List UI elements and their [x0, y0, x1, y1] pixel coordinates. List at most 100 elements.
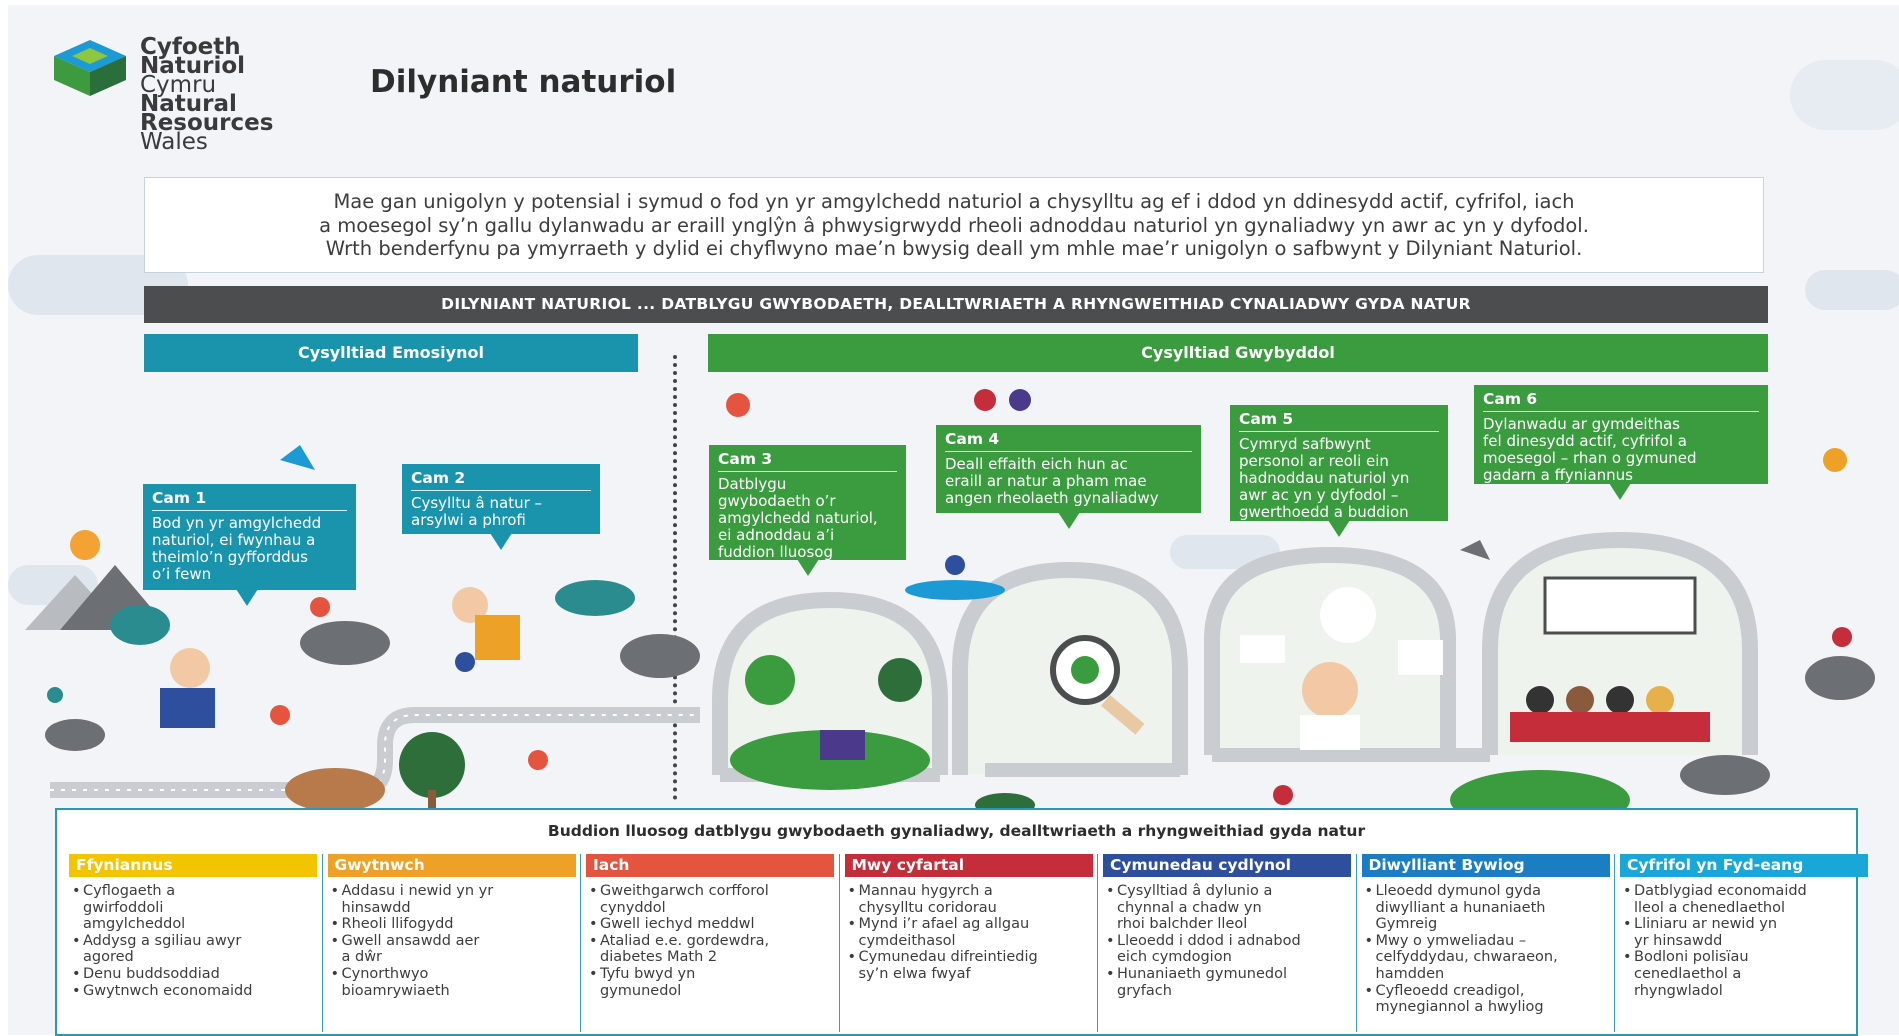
benefit-item-line: Gwell ansawdd aer: [341, 932, 480, 949]
benefit-heading: Gwytnwch: [327, 854, 576, 877]
benefit-item-line: Cymunedau difreintiedig: [858, 949, 1038, 966]
benefit-heading: Diwylliant Bywiog: [1361, 854, 1610, 877]
step-text: eraill ar natur a pham mae: [945, 472, 1147, 490]
benefit-item: Rheoli llifogydd: [331, 916, 576, 933]
benefit-item-line: gryfach: [1117, 982, 1172, 999]
step-title: Cam 6: [1483, 391, 1759, 412]
tree-icon: [745, 655, 795, 705]
emotional-connection-header: Cysylltiad Emosiynol: [144, 334, 638, 372]
benefit-item-line: Cyflogaeth a: [83, 883, 176, 899]
benefit-item-line: Mannau hygyrch a: [858, 883, 993, 899]
benefit-item-line: gwirfoddoli: [83, 899, 164, 916]
flower-icon: [310, 597, 330, 617]
butterfly-icon: [1823, 448, 1847, 472]
child-body: [160, 688, 215, 728]
step-text: Dylanwadu ar gymdeithas: [1483, 415, 1680, 433]
cognitive-connection-header: Cysylltiad Gwybyddol: [708, 334, 1768, 372]
benefit-heading: Ffyniannus: [69, 854, 317, 877]
ambulance-icon: [1240, 635, 1285, 663]
section-divider: [673, 355, 677, 800]
step-text: hadnoddau naturiol yn: [1239, 469, 1410, 487]
step-text: Datblygu: [718, 475, 787, 493]
benefit-item-line: Denu buddsoddiad: [83, 965, 220, 982]
wind-turbine-icon: [1320, 587, 1376, 643]
tree-icon: [878, 658, 922, 702]
benefit-column: Cymunedau cydlynolCysylltiad â dylunio a…: [1103, 854, 1351, 1034]
screen-icon: [1398, 640, 1443, 675]
rock-shape: [300, 621, 390, 665]
tunnel-arch-3: [712, 591, 948, 775]
rock-shape: [1680, 755, 1770, 795]
butterfly-icon: [726, 393, 750, 417]
flower-icon: [1832, 627, 1852, 647]
rock-shape: [45, 719, 105, 751]
step-text: arsylwi a phrofi: [411, 511, 526, 529]
logo-line: Wales: [140, 129, 208, 155]
benefit-item-line: Cyfleoedd creadigol,: [1375, 982, 1525, 999]
benefit-item: Ataliad e.e. gordewdra,diabetes Math 2: [589, 933, 834, 966]
tree-trunk: [428, 790, 436, 810]
audience-head: [1606, 686, 1634, 714]
benefit-item-line: Cynorthwyo: [341, 965, 429, 982]
benefit-item-line: rhoi balchder lleol: [1117, 916, 1248, 933]
benefit-item-line: chynnal a chadw yn: [1117, 899, 1262, 916]
benefit-item-line: diabetes Math 2: [600, 949, 718, 966]
benefit-item-line: Addasu i newid yn yr: [341, 883, 494, 899]
benefit-item: Gwytnwch economaidd: [72, 982, 317, 1000]
magnifier-handle: [1101, 695, 1145, 735]
intro-line: Mae gan unigolyn y potensial i symud o f…: [333, 190, 1575, 213]
benefit-item-line: hamdden: [1375, 965, 1445, 982]
benefit-item-line: Lliniaru ar newid yn: [1634, 916, 1778, 933]
benefit-item-line: rhyngwladol: [1634, 982, 1723, 999]
benefit-heading: Iach: [586, 854, 834, 877]
benefits-title: Buddion lluosog datblygu gwybodaeth gyna…: [547, 822, 1366, 840]
column-divider: [1097, 854, 1098, 1032]
logo-icon: [54, 40, 126, 96]
column-divider: [1355, 854, 1357, 1032]
step-text: ei adnoddau a’i: [718, 526, 835, 544]
benefit-item: Cyfleoedd creadigol,mynegiannol a hwylio…: [1365, 982, 1610, 1016]
butterfly-icon: [270, 705, 290, 725]
benefit-item-line: Hunaniaeth gymunedol: [1117, 965, 1287, 982]
bird-icon: [1460, 540, 1490, 560]
benefits-panel: Buddion lluosog datblygu gwybodaeth gyna…: [55, 808, 1868, 1036]
benefit-item-line: Gymreig: [1375, 916, 1438, 933]
flower-icon: [47, 687, 63, 703]
step-text: personol ar reoli ein: [1239, 452, 1389, 470]
benefit-item-line: cymdeithasol: [858, 932, 956, 949]
benefit-item-line: yr hinsawdd: [1634, 932, 1723, 949]
step-text: theimlo’n gyfforddus: [152, 548, 308, 566]
cloud-right: [1790, 60, 1899, 130]
benefit-item-line: Gwytnwch economaidd: [83, 982, 253, 999]
benefit-item-line: Bodloni polisïau: [1634, 949, 1749, 966]
benefit-column: Cyfrifol yn Fyd-eangDatblygiad economaid…: [1620, 854, 1868, 1034]
benefit-item-line: a dŵr: [341, 949, 383, 966]
step-6-callout: Cam 6 Dylanwadu ar gymdeithas fel dinesy…: [1474, 385, 1768, 500]
flower-icon: [974, 389, 996, 411]
page-title: Dilyniant naturiol: [370, 64, 677, 100]
step-text: naturiol, ei fwynhau a: [152, 531, 316, 549]
step-2-callout: Cam 2 Cysylltu â natur – arsylwi a phrof…: [402, 464, 600, 550]
logo-line: Cyfoeth: [140, 34, 241, 60]
logo-line: Naturiol: [140, 53, 246, 79]
rock-shape: [620, 634, 700, 678]
benefit-item-line: mynegiannol a hwyliog: [1375, 999, 1544, 1016]
logo-line: Resources: [140, 110, 274, 136]
step-5-callout: Cam 5 Cymryd safbwynt personol ar reoli …: [1230, 405, 1448, 537]
step-text: Deall effaith eich hun ac: [945, 455, 1128, 473]
step-text: fel dinesydd actif, cyfrifol a: [1483, 432, 1688, 450]
benefit-item-line: diwylliant a hunaniaeth: [1375, 899, 1546, 916]
benefit-item-line: lleol a chenedlaethol: [1634, 899, 1785, 916]
step-text: awr ac yn y dyfodol –: [1239, 486, 1399, 504]
intro-line: a moesegol sy’n gallu dylanwadu ar erail…: [319, 213, 1589, 237]
